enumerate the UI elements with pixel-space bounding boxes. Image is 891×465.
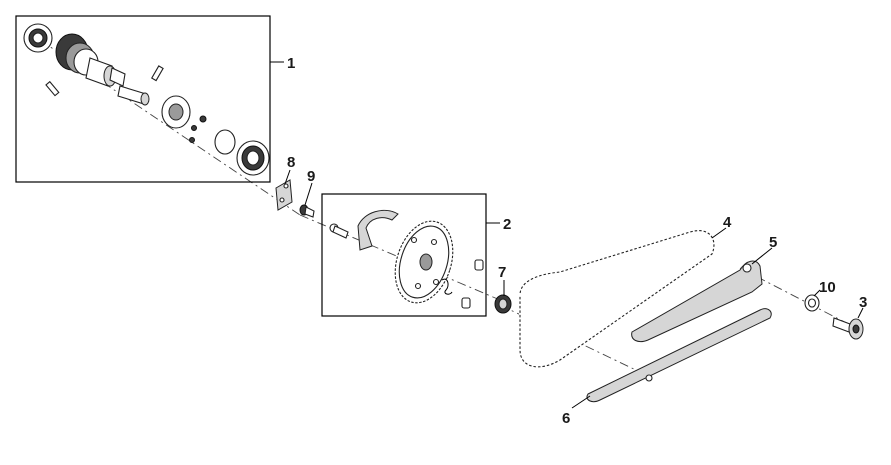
- pivot-bolt: [832, 317, 864, 340]
- dowel-pin-a: [151, 65, 164, 82]
- callout-8: 8: [287, 154, 295, 171]
- camshaft-assembly: [23, 23, 270, 176]
- cam-retainer-plate: [275, 179, 293, 211]
- leader-9: [304, 182, 313, 206]
- group-1-frame: [15, 15, 271, 183]
- right-bearing: [236, 140, 270, 176]
- leader-10: [813, 289, 821, 297]
- group-2-frame: [321, 193, 487, 317]
- callout-10: 10: [819, 279, 836, 296]
- leader-6: [571, 395, 591, 409]
- callout-3: 3: [859, 294, 867, 311]
- leader-3: [857, 307, 864, 319]
- callout-2: 2: [503, 216, 511, 233]
- callout-5: 5: [769, 234, 777, 251]
- retainer-bolt: [299, 204, 315, 218]
- circlip: [214, 129, 236, 155]
- left-bearing: [23, 23, 53, 53]
- cam-lobe: [55, 33, 99, 76]
- decompressor-shaft: [117, 85, 150, 106]
- callout-6: 6: [562, 410, 570, 427]
- return-spring: [441, 278, 453, 295]
- cam-sprocket: [394, 220, 454, 304]
- leader-5: [751, 247, 773, 265]
- dowel-pin-b: [45, 80, 60, 97]
- tensioner-slipper: [631, 260, 763, 343]
- callout-9: 9: [307, 168, 315, 185]
- decompressor-weight: [161, 95, 207, 143]
- cam-chain: [519, 229, 715, 368]
- sprocket-assembly: [329, 210, 484, 309]
- callout-4: 4: [723, 214, 732, 231]
- sealing-washer-hole: [807, 298, 817, 308]
- sprocket-dowel-b: [461, 297, 471, 309]
- callout-1: 1: [287, 55, 295, 72]
- sprocket-dowel-a: [474, 259, 484, 271]
- leader-8: [284, 169, 291, 185]
- decompressor-arm: [357, 210, 399, 251]
- camshaft-body: [85, 57, 126, 87]
- sprocket-nut: [494, 294, 512, 314]
- chain-guide: [586, 308, 772, 403]
- leader-4: [711, 227, 727, 239]
- callout-7: 7: [498, 264, 506, 281]
- sprocket-pin: [329, 223, 349, 239]
